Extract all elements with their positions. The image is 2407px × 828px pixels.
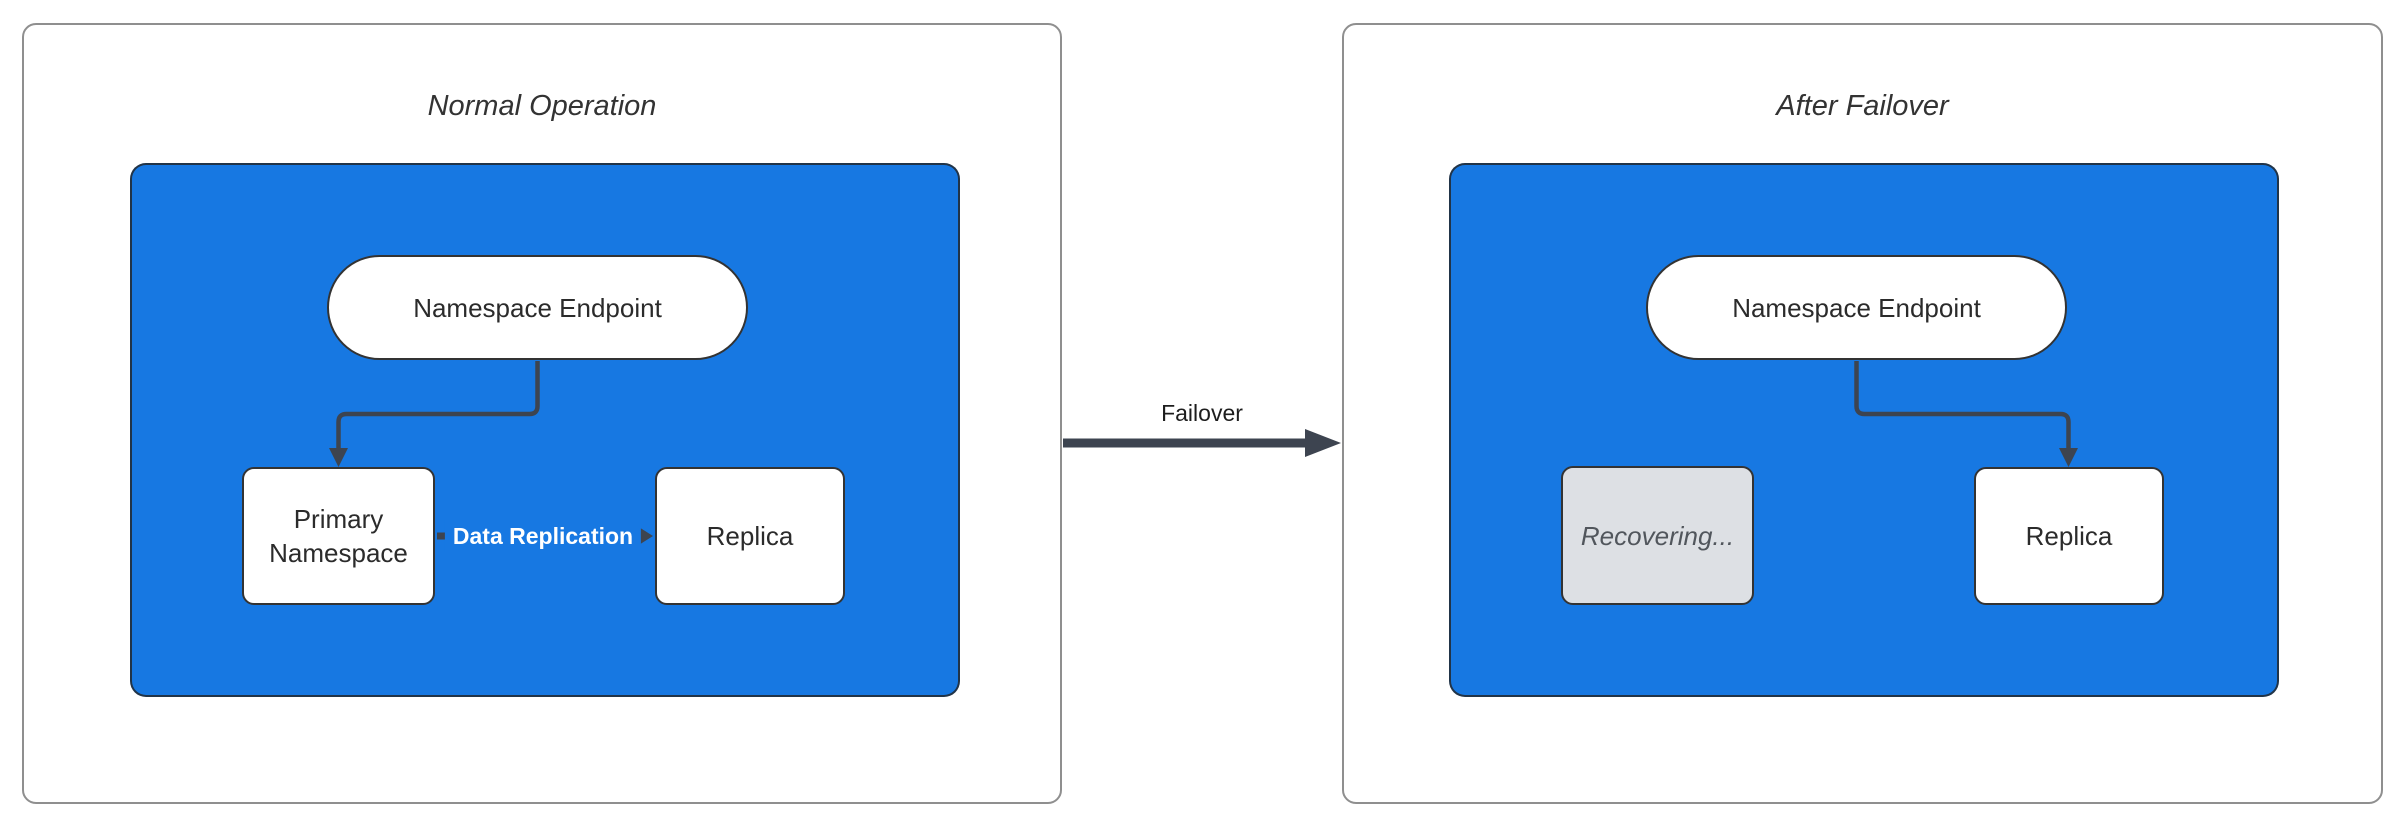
- data-replication-edge-label: Data Replication: [444, 520, 642, 552]
- node-primary-namespace-label: Primary Namespace: [269, 504, 408, 568]
- node-replica-left-label: Replica: [706, 521, 794, 551]
- node-recovering: Recovering...: [1561, 466, 1754, 605]
- node-namespace-endpoint-left-label: Namespace Endpoint: [413, 292, 662, 323]
- node-namespace-endpoint-right: Namespace Endpoint: [1646, 255, 2067, 360]
- namespace-container-right: [1449, 163, 2279, 697]
- node-recovering-label: Recovering...: [1580, 520, 1735, 551]
- node-replica-right-label: Replica: [2025, 521, 2113, 551]
- node-primary-namespace: Primary Namespace: [242, 467, 435, 605]
- node-namespace-endpoint-left: Namespace Endpoint: [327, 255, 748, 360]
- panel-title-after-failover: After Failover: [1776, 90, 1949, 122]
- panel-title-normal-operation: Normal Operation: [427, 90, 657, 122]
- node-replica-left: Replica: [655, 467, 845, 605]
- failover-arrowhead: [1305, 429, 1341, 457]
- node-replica-right: Replica: [1974, 467, 2164, 605]
- node-namespace-endpoint-right-label: Namespace Endpoint: [1732, 292, 1981, 323]
- namespace-container-left: [130, 163, 960, 697]
- failover-arrow-label: Failover: [1161, 400, 1243, 426]
